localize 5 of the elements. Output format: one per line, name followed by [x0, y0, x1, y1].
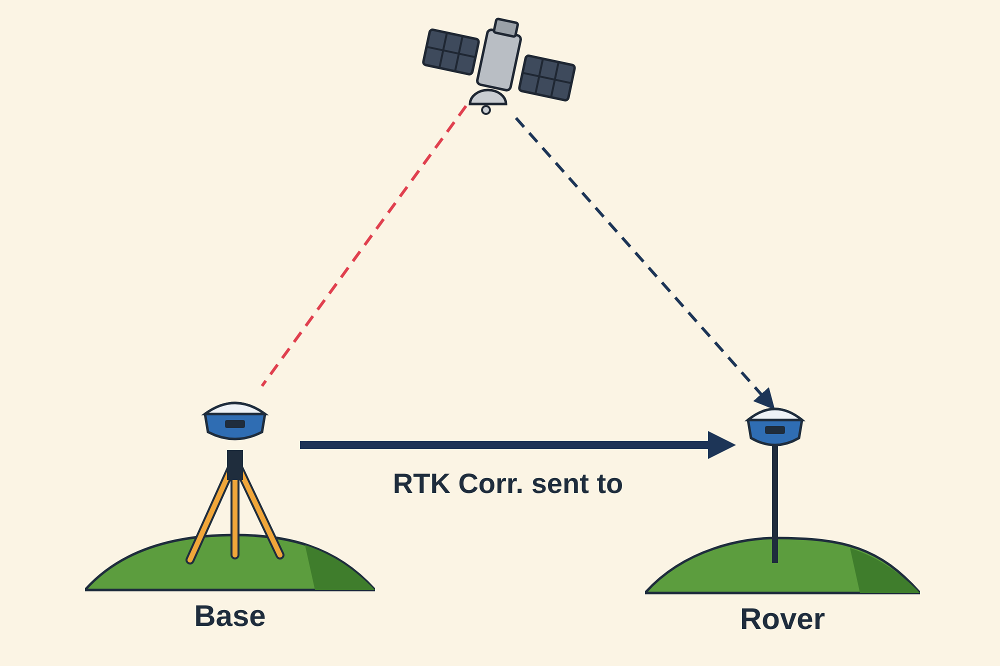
arrow [514, 117, 775, 410]
arrow [300, 431, 736, 459]
station-label: Rover [740, 603, 826, 637]
dashed-line [260, 105, 468, 387]
station-label: Base [194, 600, 266, 634]
